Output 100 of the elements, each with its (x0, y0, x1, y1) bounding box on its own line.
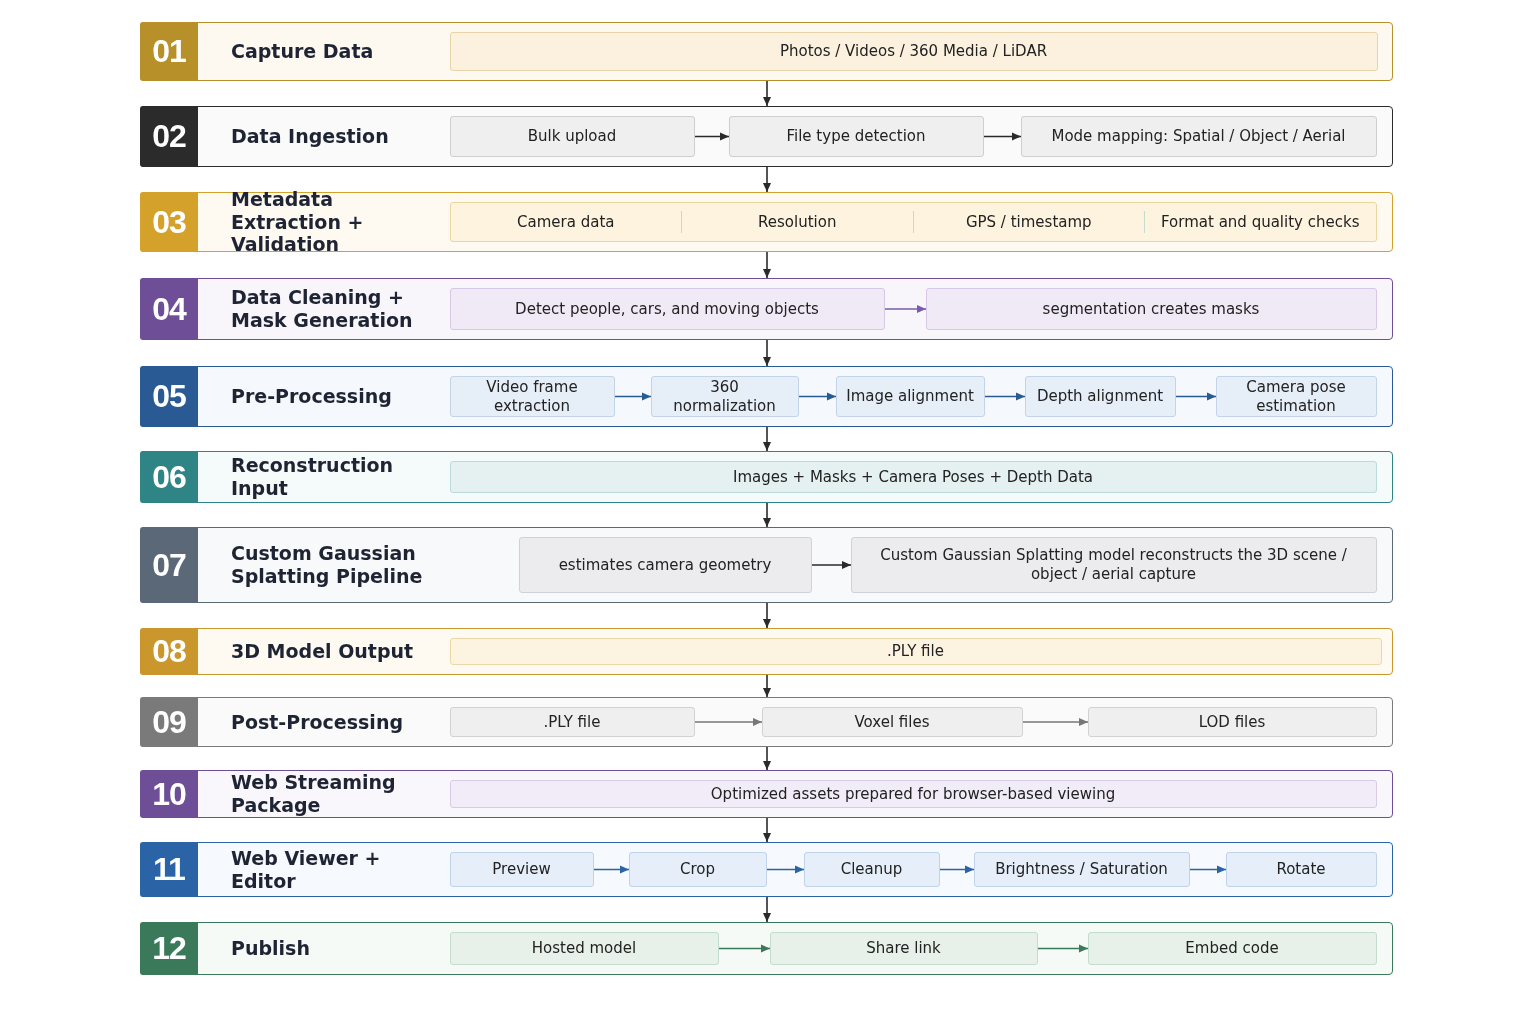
stage-title: Custom Gaussian Splatting Pipeline (231, 541, 424, 589)
stage-title: Data Cleaning + Mask Generation (231, 285, 414, 333)
arrow (718, 944, 771, 953)
step-number: 11 (140, 842, 198, 897)
stage-row (140, 697, 1393, 747)
step-box (850, 537, 1377, 593)
step-label: Mode mapping: Spatial / Object / Aerial (1050, 126, 1347, 148)
step-label: Rotate (1275, 859, 1327, 881)
step-label: Image alignment (845, 386, 975, 408)
step-label: Hosted model (530, 938, 638, 960)
arrow (1022, 718, 1089, 726)
step-label: 360 normalization (672, 377, 777, 416)
stage-title: Publish (231, 936, 311, 962)
step-label: Camera data (516, 211, 616, 233)
arrow (984, 392, 1026, 401)
step-box (449, 638, 1382, 665)
step-label: estimates camera geometry (557, 554, 773, 576)
step-label: Crop (679, 859, 716, 881)
step-label: .PLY file (542, 711, 602, 733)
stage-title: Web Viewer + Editor (231, 845, 382, 894)
step-label: Detect people, cars, and moving objects (514, 298, 820, 320)
stage-row (140, 192, 1393, 252)
arrow (763, 426, 771, 452)
step-box (761, 707, 1023, 737)
stage-row (140, 922, 1393, 975)
step-label: Brightness / Saturation (994, 859, 1169, 881)
step-label: Depth alignment (1035, 386, 1165, 408)
arrow (811, 561, 852, 569)
stage-title: Metadata Extraction + Validation (231, 193, 365, 251)
step-box (449, 288, 885, 330)
step-box (650, 376, 799, 417)
step-number: 02 (140, 106, 198, 167)
arrow (763, 502, 771, 528)
step-box (449, 32, 1378, 71)
step-label: Photos / Videos / 360 Media / LiDAR (778, 41, 1049, 63)
step-box (518, 537, 812, 593)
step-label: Voxel files (853, 711, 931, 733)
arrow (939, 865, 975, 874)
step-number: 12 (140, 922, 198, 975)
step-box (449, 852, 594, 887)
step-box (1020, 116, 1377, 157)
arrow (798, 392, 837, 401)
step-label: segmentation creates masks (1041, 298, 1261, 320)
arrow (763, 251, 771, 279)
arrow (614, 392, 652, 401)
step-box (1225, 852, 1377, 887)
stage-title: Capture Data (231, 39, 375, 65)
step-label: GPS / timestamp (912, 211, 1144, 233)
arrow (1037, 944, 1089, 953)
step-label: LOD files (1197, 711, 1267, 733)
arrow (763, 602, 771, 629)
step-label: File type detection (785, 126, 927, 148)
step-label: Bulk upload (526, 126, 618, 148)
stage-row (140, 527, 1393, 603)
stage-row (140, 628, 1393, 675)
step-box (769, 932, 1038, 965)
step-box (449, 780, 1377, 808)
stage-row (140, 22, 1393, 81)
step-label: .PLY file (886, 641, 945, 663)
step-label: Custom Gaussian Splatting model reconstructs the 3D scene / object / aerial capture (879, 545, 1348, 585)
step-number: 05 (140, 366, 198, 427)
step-box (449, 707, 695, 737)
step-box (1087, 707, 1377, 737)
step-number: 10 (140, 770, 198, 818)
arrow (763, 339, 771, 367)
stage-title: Reconstruction Input (231, 453, 395, 501)
step-label: Video frame extraction (485, 377, 579, 416)
step-box (628, 852, 767, 887)
step-box (449, 202, 1377, 242)
step-number: 07 (140, 527, 198, 603)
arrow (694, 718, 763, 726)
arrow (593, 865, 630, 874)
step-label: Resolution (681, 211, 913, 233)
step-label: Embed code (1184, 938, 1280, 960)
stage-title: Web Streaming Package (231, 771, 397, 817)
stage-row (140, 278, 1393, 340)
step-number: 03 (140, 192, 198, 252)
stage-row (140, 770, 1393, 818)
step-number: 09 (140, 697, 198, 747)
arrow (763, 80, 771, 107)
arrow (766, 865, 805, 874)
step-box (449, 376, 615, 417)
arrow (1189, 865, 1227, 874)
stage-row (140, 106, 1393, 167)
step-box (803, 852, 940, 887)
step-box (728, 116, 984, 157)
step-box (1024, 376, 1176, 417)
stage-title: 3D Model Output (231, 639, 415, 665)
step-label: Cleanup (839, 859, 904, 881)
step-label: Camera pose estimation (1245, 377, 1347, 416)
step-label: Preview (491, 859, 552, 881)
arrow (763, 896, 771, 923)
arrow (884, 305, 927, 313)
step-label: Optimized assets prepared for browser-based viewing (709, 783, 1117, 805)
stage-row (140, 451, 1393, 503)
step-box (835, 376, 985, 417)
stage-title: Post-Processing (231, 709, 404, 735)
stage-row (140, 366, 1393, 427)
arrow (763, 674, 771, 698)
step-box (449, 461, 1377, 493)
